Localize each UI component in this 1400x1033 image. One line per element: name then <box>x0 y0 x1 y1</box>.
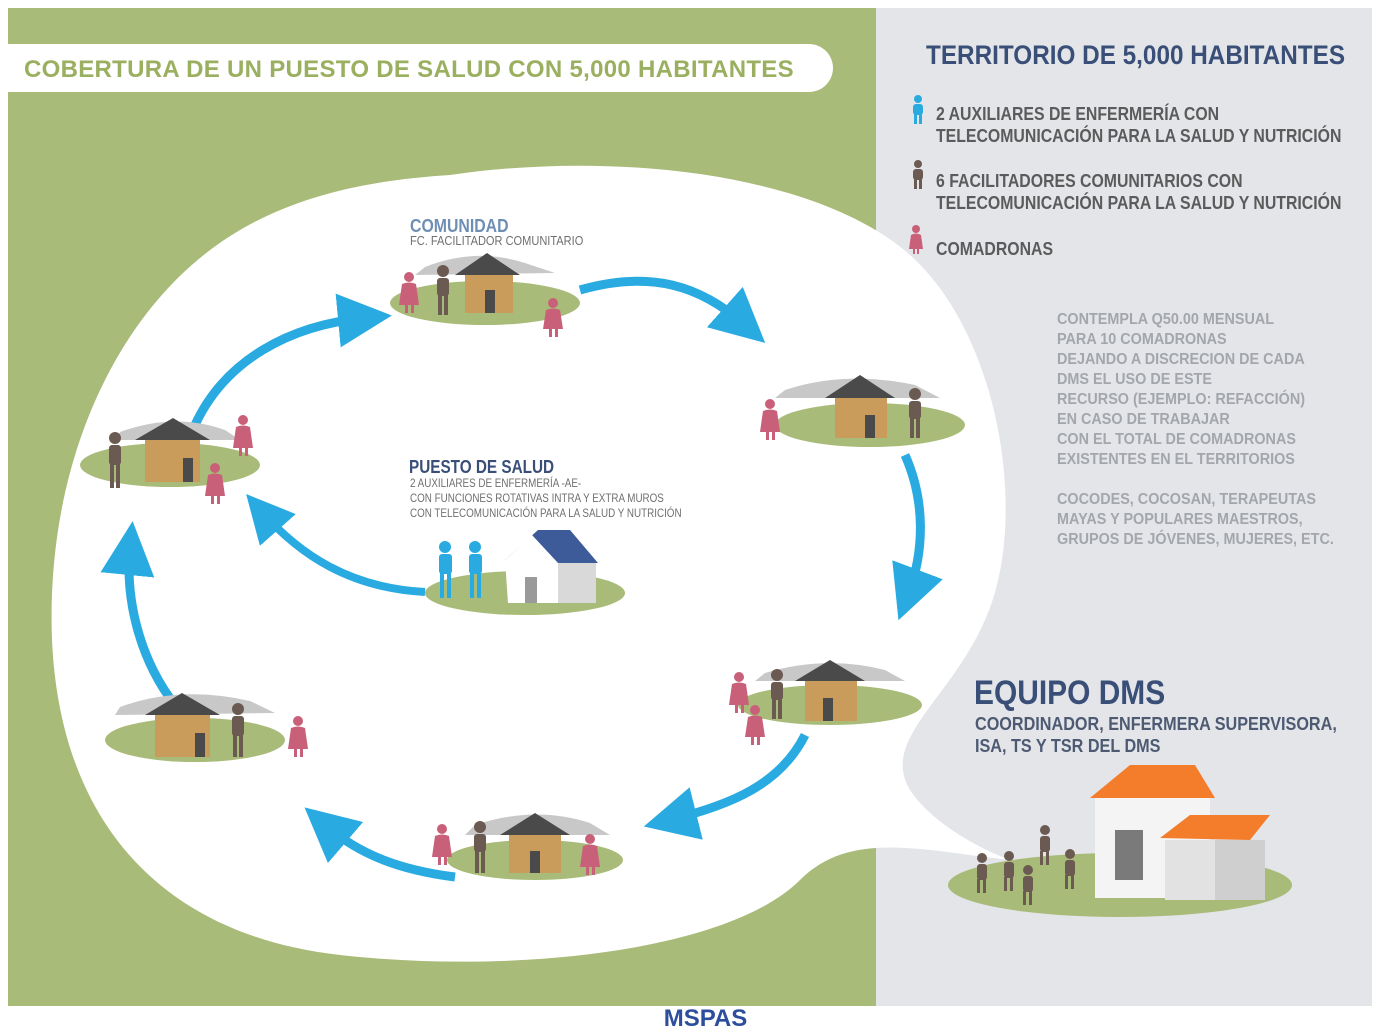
health-post-scene <box>425 530 625 615</box>
flow-arrow-bottom-right <box>643 732 810 840</box>
dms-title: EQUIPO DMS <box>974 674 1166 712</box>
flow-arrow-top-right <box>578 276 766 343</box>
brown-person-icon <box>913 160 923 189</box>
pink-person-icon <box>909 225 923 254</box>
community-scene-left <box>80 415 260 504</box>
community-scene-lower-left <box>105 693 308 762</box>
blue-person-icon <box>913 95 923 124</box>
page-title: COBERTURA DE UN PUESTO DE SALUD CON 5,00… <box>24 56 794 83</box>
puesto-line-2: CON FUNCIONES ROTATIVAS INTRA Y EXTRA MU… <box>410 491 664 505</box>
puesto-line-1: 2 AUXILIARES DE ENFERMERÍA -AE- <box>410 476 582 490</box>
legend-comadronas: COMADRONAS <box>936 239 1054 259</box>
note-paragraph-2: COCODES, COCOSAN, TERAPEUTAS MAYAS Y POP… <box>1057 491 1334 548</box>
title-banner <box>8 44 833 92</box>
flow-arrow-center <box>246 494 426 596</box>
comunidad-subtitle: FC. FACILITADOR COMUNITARIO <box>410 233 584 248</box>
community-scene-lower-right <box>729 660 922 745</box>
territory-title: TERRITORIO DE 5,000 HABITANTES <box>926 40 1346 70</box>
flow-arrow-right <box>892 453 943 621</box>
flow-arrow-top-left <box>190 293 392 427</box>
community-scene-right <box>760 375 965 447</box>
note-paragraph-1: CONTEMPLA Q50.00 MENSUAL PARA 10 COMADRO… <box>1057 311 1306 468</box>
flow-arrow-bottom <box>304 807 456 882</box>
flow-arrow-left <box>100 521 179 708</box>
puesto-line-3: CON TELECOMUNICACIÓN PARA LA SALUD Y NUT… <box>410 506 682 520</box>
puesto-title: PUESTO DE SALUD <box>409 457 555 477</box>
dms-building-scene <box>948 765 1292 917</box>
footer-logo-text: MSPAS <box>663 1005 748 1032</box>
dms-description: COORDINADOR, ENFERMERA SUPERVISORA, ISA,… <box>975 714 1337 756</box>
legend-facilitadores: 6 FACILITADORES COMUNITARIOS CON TELECOM… <box>936 171 1342 213</box>
legend-auxiliares: 2 AUXILIARES DE ENFERMERÍA CON TELECOMUN… <box>936 104 1342 146</box>
comunidad-title: COMUNIDAD <box>410 216 509 236</box>
community-scene-top <box>390 253 580 337</box>
community-scene-bottom <box>432 813 623 880</box>
